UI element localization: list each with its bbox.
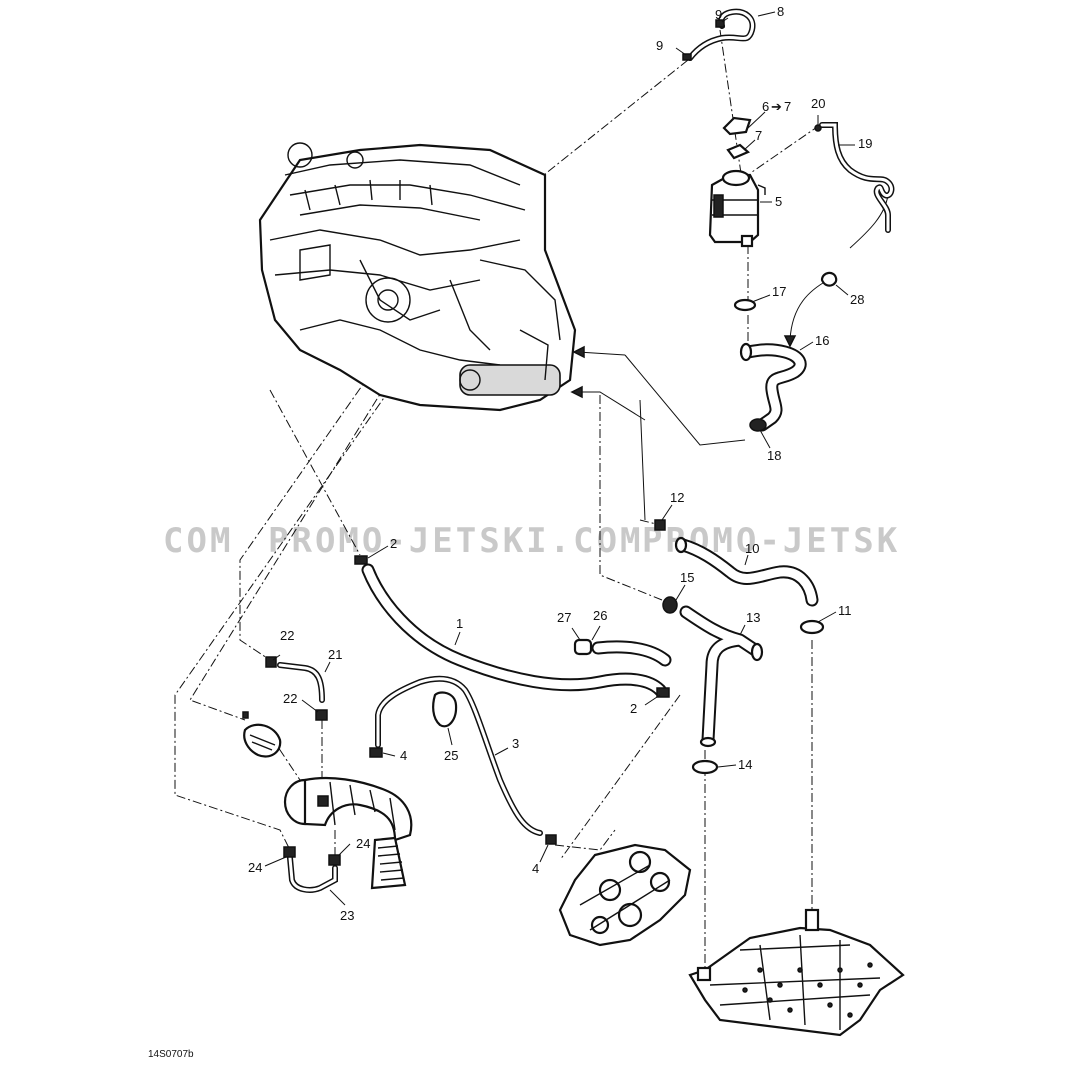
callout-15: 15 (680, 570, 694, 585)
fitting-20 (814, 124, 822, 132)
clamp-17 (733, 298, 757, 312)
watermark-left: COM (163, 521, 233, 561)
callout-28: 28 (850, 292, 864, 307)
strap-25 (432, 691, 458, 728)
tie-28 (820, 271, 838, 287)
hose-23 (283, 846, 341, 893)
clamp-9-lower (682, 53, 692, 61)
callout-9-left: 9 (656, 38, 663, 53)
callout-8: 8 (777, 4, 784, 19)
flow-arrows (570, 194, 889, 521)
clamp-4-lower (545, 834, 557, 845)
callout-19: 19 (858, 136, 872, 151)
callout-18: 18 (767, 448, 781, 463)
callout-7: 7 (755, 128, 762, 143)
callout-27: 27 (557, 610, 571, 625)
clamp-2-lower (656, 687, 670, 698)
clamp-15 (662, 596, 678, 614)
callout-24-right: 24 (356, 836, 370, 851)
callout-leaders (264, 11, 855, 906)
heat-exchanger-outlet-fitting (804, 908, 820, 932)
callout-23: 23 (340, 908, 354, 923)
callout-25: 25 (444, 748, 458, 763)
callout-14: 14 (738, 757, 752, 772)
watermark: COM PROMO-JETSKI.COM PROMO-JETSK (163, 521, 897, 561)
callout-10: 10 (745, 541, 759, 556)
callout-11: 11 (838, 603, 852, 618)
hose-13 (679, 605, 764, 748)
callout-22-upper: 22 (280, 628, 294, 643)
hose-26 (591, 640, 672, 667)
clamp-18 (749, 418, 767, 432)
clamp-14 (691, 759, 719, 775)
clamp-24-right (328, 854, 341, 866)
callout-24-left: 24 (248, 860, 262, 875)
heat-exchanger-inlet-fitting (696, 966, 712, 982)
ride-plate-heat-exchanger (688, 908, 905, 1037)
exhaust-manifold (558, 843, 692, 947)
callout-5: 5 (775, 194, 782, 209)
diagram-reference-code: 14S0707b (148, 1049, 194, 1060)
callout-26: 26 (593, 608, 607, 623)
clamp-2-upper (354, 555, 368, 565)
expansion-tank (708, 169, 766, 248)
callout-6-7: 7 (784, 99, 791, 114)
expansion-tank-cap (722, 116, 752, 160)
clamp-4-upper (369, 747, 383, 758)
callout-12: 12 (670, 490, 684, 505)
exhaust-muffler (283, 776, 413, 890)
clamp-11 (799, 619, 825, 635)
part-8-hose (682, 8, 756, 61)
callout-4-lower: 4 (532, 861, 539, 876)
callout-9-top: 9 (715, 7, 722, 22)
callout-17: 17 (772, 284, 786, 299)
cap-gasket (726, 143, 751, 160)
callout-21: 21 (328, 647, 342, 662)
watermark-center: PROMO-JETSKI.COM (268, 521, 644, 561)
sleeve-27 (573, 638, 593, 656)
callout-6-arrow: ➔ (771, 99, 782, 114)
callout-4-upper: 4 (400, 748, 407, 763)
callout-20: 20 (811, 96, 825, 111)
clamp-24-left (283, 846, 296, 858)
hose-1 (354, 555, 670, 698)
clamp-9-upper (715, 19, 725, 28)
hose-21 (265, 656, 328, 721)
vent-line-19 (814, 122, 895, 233)
callout-1: 1 (456, 616, 463, 631)
engine-assembly (258, 142, 577, 412)
callout-22-lower: 22 (283, 691, 297, 706)
ring-clamp (242, 711, 282, 758)
callout-13: 13 (746, 610, 760, 625)
hose-16 (739, 342, 807, 432)
clamp-22-upper (265, 656, 277, 668)
callout-16: 16 (815, 333, 829, 348)
callout-3: 3 (512, 736, 519, 751)
hose-10 (674, 536, 819, 607)
clamp-12 (654, 519, 666, 531)
callout-2-upper: 2 (390, 536, 397, 551)
hose-3 (369, 675, 557, 845)
callout-labels: 9 8 9 6 ➔ 7 20 7 19 5 17 28 16 18 12 2 1… (248, 4, 872, 923)
clamp-22-lower (315, 709, 328, 721)
callout-2-lower: 2 (630, 701, 637, 716)
callout-6: 6 (762, 99, 769, 114)
